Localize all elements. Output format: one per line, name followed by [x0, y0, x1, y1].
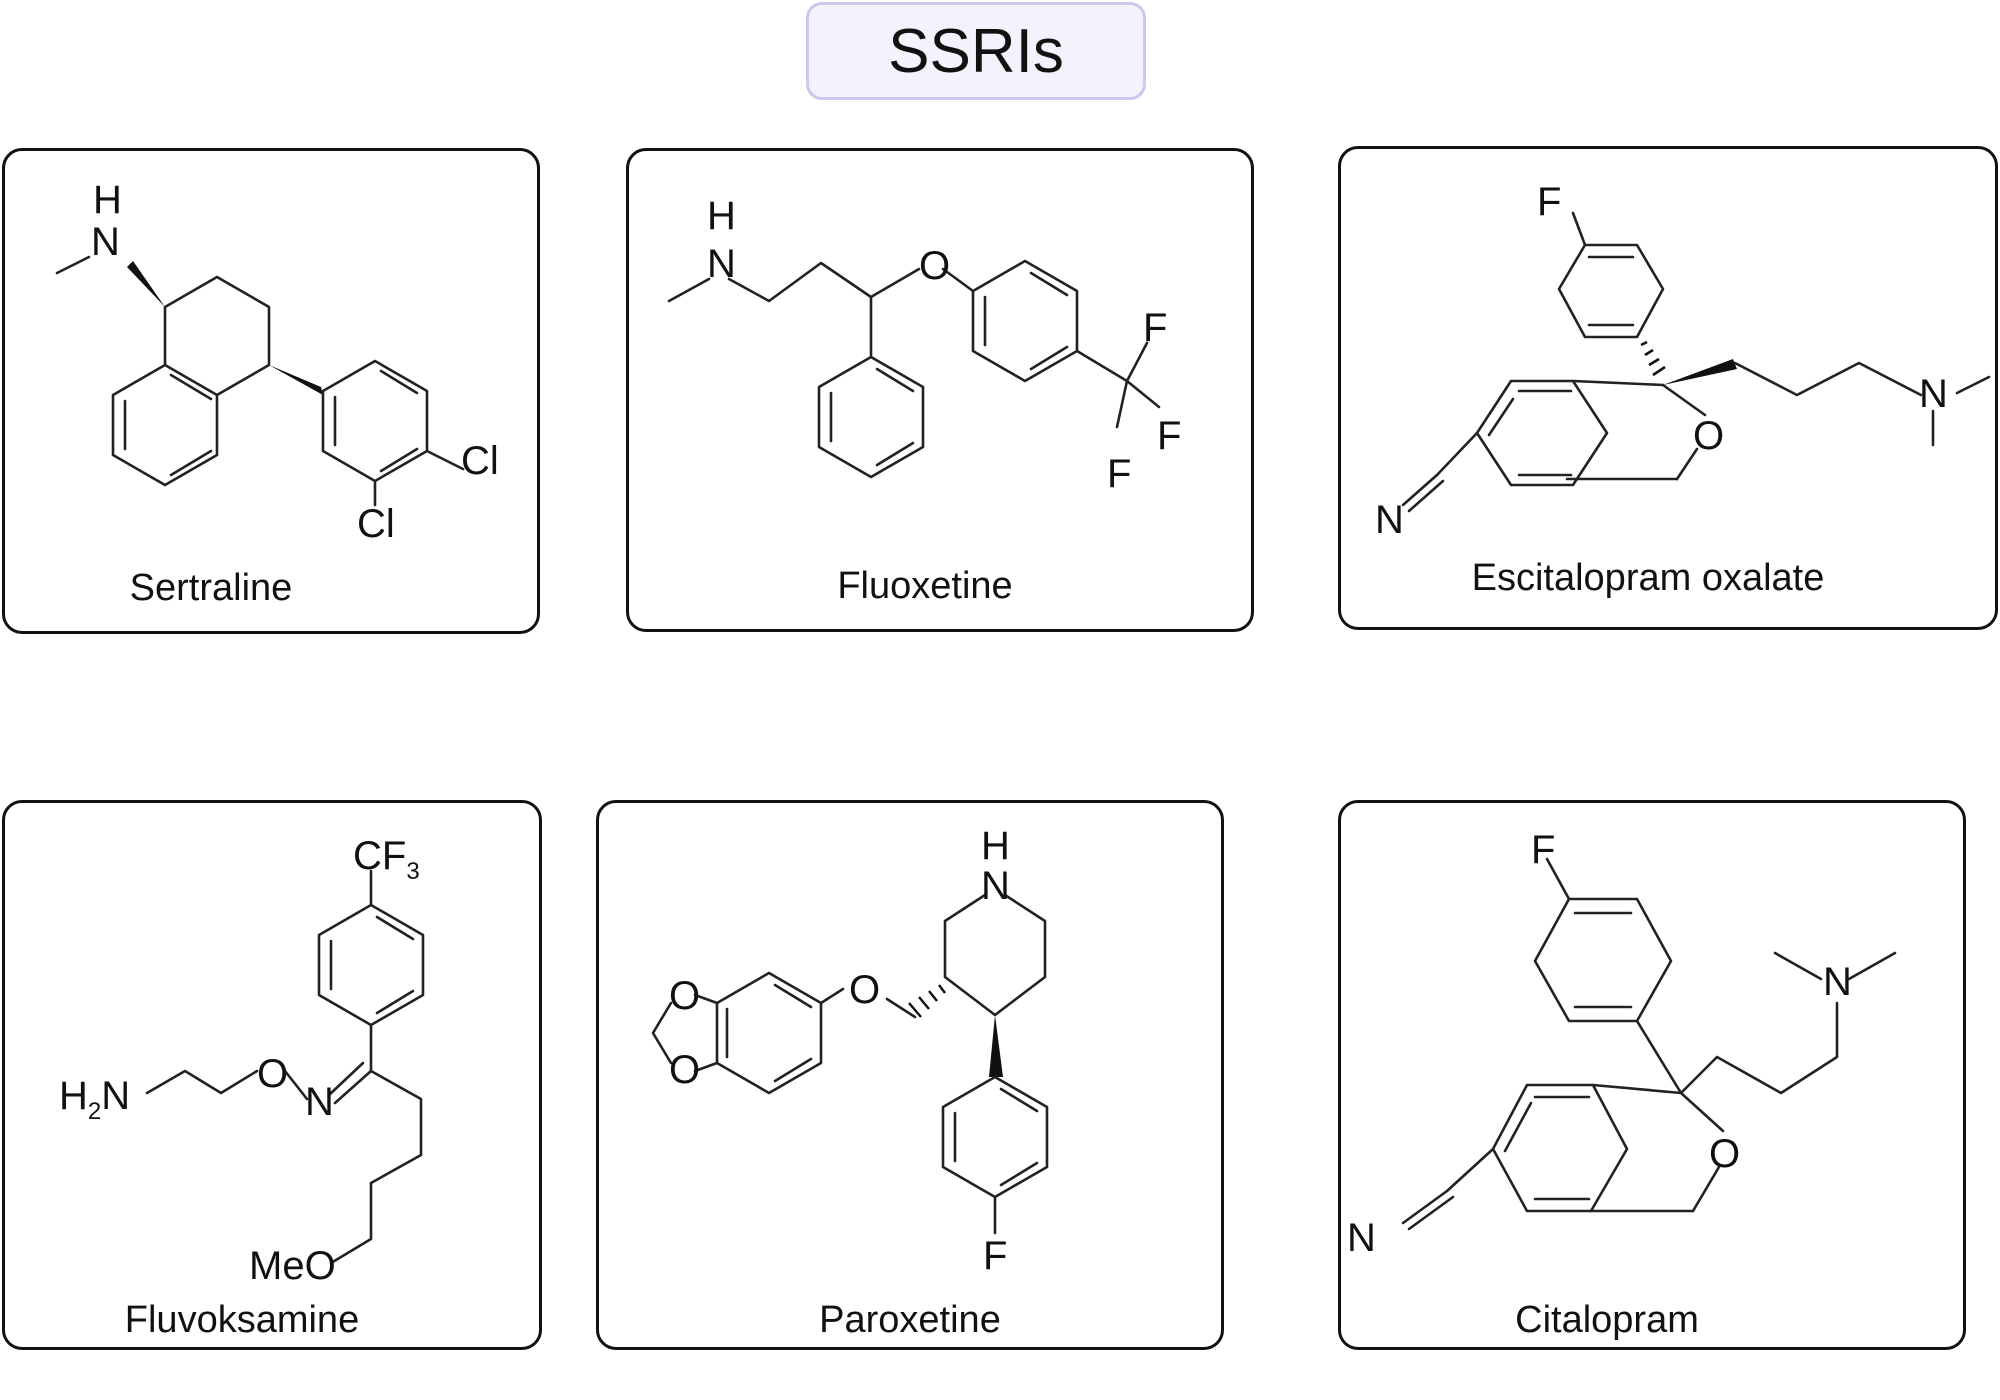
h2n-n: N: [101, 1074, 130, 1118]
atom-n: N: [305, 1080, 334, 1124]
atom-n-amine: N: [1823, 960, 1852, 1004]
card-escitalopram-oxalate: F N O N Escitalopram oxalate: [1338, 146, 1998, 630]
atom-f: F: [1531, 828, 1555, 872]
atom-o-1: O: [849, 968, 880, 1012]
atom-n-nitrile: N: [1347, 1216, 1376, 1260]
atom-n-amine: N: [1919, 372, 1948, 416]
card-sertraline: H N Cl Cl Sertraline: [2, 148, 540, 634]
structure-fluoxetine: H N O F F F: [667, 194, 1181, 496]
h2n-h: H: [59, 1074, 88, 1118]
card-paroxetine: H N O O O F Paroxetine: [596, 800, 1224, 1350]
structure-sertraline: H N Cl Cl: [55, 178, 499, 546]
atom-h: H: [93, 178, 122, 222]
atom-cl-2: Cl: [357, 502, 395, 546]
cf3-cf: CF: [353, 834, 406, 878]
atom-n: N: [981, 864, 1010, 908]
atom-f-3: F: [1107, 452, 1131, 496]
structure-citalopram: F N O N: [1347, 828, 1897, 1260]
atom-n: N: [707, 242, 736, 286]
atom-o: O: [919, 244, 950, 288]
atom-o-3: O: [669, 1048, 700, 1092]
drug-name: Paroxetine: [819, 1299, 1001, 1341]
atom-h: H: [981, 824, 1010, 868]
structure-fluvoksamine: CF3 H2N O N MeO: [59, 834, 425, 1288]
atom-f-2: F: [1157, 414, 1181, 458]
atom-h2n: H2N: [59, 1074, 130, 1125]
atom-cf: CF3: [353, 834, 420, 885]
card-citalopram: F N O N Citalopram: [1338, 800, 1966, 1350]
structure-escitalopram: F N O N: [1375, 180, 1991, 542]
h2n-subscript: 2: [88, 1098, 101, 1125]
drug-name: Fluoxetine: [837, 565, 1013, 607]
atom-o-2: O: [669, 974, 700, 1018]
title-box: SSRIs: [806, 2, 1146, 100]
atom-o: O: [1709, 1132, 1740, 1176]
cf3-subscript: 3: [406, 858, 419, 885]
card-fluoxetine: H N O F F F Fluoxetine: [626, 148, 1254, 632]
atom-f: F: [1537, 180, 1561, 224]
drug-name: Sertraline: [129, 567, 293, 609]
atom-meo: MeO: [249, 1244, 336, 1288]
atom-cl-1: Cl: [461, 439, 499, 483]
drug-name: Fluvoksamine: [124, 1299, 360, 1341]
page-title: SSRIs: [888, 16, 1064, 86]
structure-paroxetine: H N O O O F: [651, 824, 1049, 1278]
atom-n-nitrile: N: [1375, 498, 1404, 542]
atom-f: F: [983, 1234, 1007, 1278]
card-fluvoksamine: CF3 H2N O N MeO Fluvoksamine: [2, 800, 542, 1350]
atom-h: H: [707, 194, 736, 238]
atom-o: O: [257, 1052, 288, 1096]
atom-f-1: F: [1143, 306, 1167, 350]
atom-n: N: [91, 220, 120, 264]
atom-o: O: [1693, 414, 1724, 458]
drug-name: Escitalopram oxalate: [1471, 557, 1825, 599]
drug-name: Citalopram: [1515, 1299, 1699, 1341]
